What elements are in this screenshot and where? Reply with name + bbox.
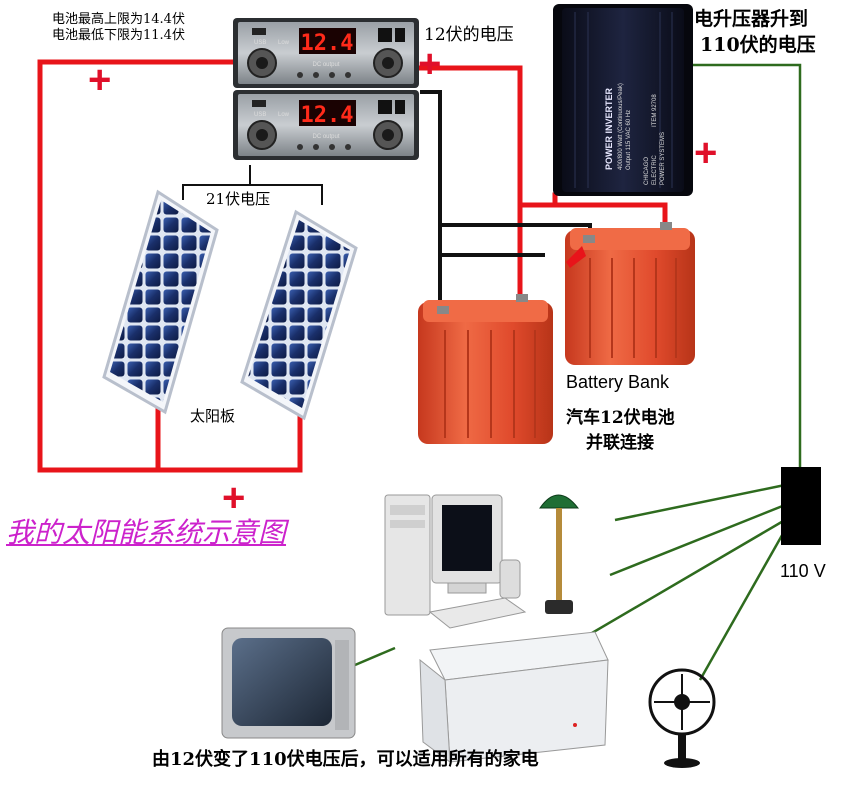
- battery-lower-limit-label: 电池最低下限为11.4伏: [52, 28, 185, 43]
- panel-positive-loop: [37, 59, 303, 473]
- lcd-value-bottom: 12.4: [301, 103, 354, 128]
- charge-controller-bottom: 12.4 USB Low DC output: [233, 90, 419, 160]
- positive-sign-bottom: +: [222, 476, 246, 520]
- inverter-ac-lead: [690, 63, 802, 470]
- inverter-maker-3: POWER SYSTEMS: [660, 132, 666, 185]
- chest-freezer: [419, 631, 609, 764]
- low-label: Low: [278, 40, 290, 46]
- diagram-title: 我的太阳能系统示意图: [6, 516, 287, 549]
- inverter-output-spec: Output 115 VAC 60 Hz: [626, 110, 632, 170]
- controller-to-battery-positive: [417, 65, 523, 303]
- inverter-item: ITEM 92708: [652, 94, 658, 127]
- positive-sign-left: +: [88, 58, 112, 102]
- battery-upper-limit-label: 电池最高上限为14.4伏: [52, 12, 185, 27]
- positive-wires: [37, 59, 668, 473]
- crt-television: [221, 627, 356, 739]
- inverter-maker: CHICAGO: [644, 157, 650, 185]
- solar-panel-label: 太阳板: [190, 407, 236, 425]
- inverter-brand: POWER INVERTER: [604, 87, 614, 170]
- inverter-caption-line2: 110伏的电压: [700, 34, 816, 56]
- charge-controller-top: 12.4 USB Low DC output: [233, 18, 419, 88]
- switch-icon: [395, 28, 405, 42]
- positive-sign-inverter: +: [694, 131, 718, 175]
- lcd-display: [299, 28, 356, 54]
- usb-label: USB: [254, 40, 266, 46]
- battery-left: [418, 294, 553, 444]
- power-inverter: POWER INVERTER 400/800 Watt (Continuous/…: [553, 4, 693, 196]
- inverter-caption-line1: 电升压器升到: [694, 8, 809, 30]
- voltage-21v-label: 21伏电压: [206, 190, 271, 208]
- switch-icon: [378, 100, 392, 114]
- inverter-rating: 400/800 Watt (Continuous/Peak): [618, 83, 624, 170]
- output-label: DC output: [312, 62, 339, 68]
- switch-icon: [378, 28, 392, 42]
- panel-connection-wires: [182, 165, 323, 205]
- bottom-caption: 由12伏变了110伏电压后，可以适用所有的家电: [152, 749, 539, 770]
- usb-label: USB: [254, 112, 266, 118]
- lcd-display: [299, 100, 356, 126]
- controller-negative: [420, 90, 442, 305]
- lcd-value-top: 12.4: [301, 31, 354, 56]
- solar-panel-left: [102, 189, 219, 415]
- inverter-maker-2: ELECTRIC: [652, 155, 658, 185]
- solar-panel-right: [240, 209, 358, 421]
- output-label: DC output: [312, 134, 339, 140]
- output-110v-label: 110 V: [780, 561, 826, 581]
- desk-lamp: [539, 494, 580, 614]
- low-label: Low: [278, 112, 290, 118]
- desktop-computer: [384, 494, 527, 629]
- positive-sign-controller: +: [418, 42, 442, 86]
- voltage-12v-label: 12伏的电压: [424, 25, 514, 45]
- battery-right: [565, 222, 695, 365]
- car-battery-label-line2: 并联连接: [586, 433, 654, 453]
- electric-fan: [648, 668, 716, 768]
- battery-bank-label: Battery Bank: [566, 372, 670, 392]
- switch-icon: [395, 100, 405, 114]
- usb-port-icon: [252, 100, 266, 107]
- car-battery-label-line1: 汽车12伏电池: [566, 408, 675, 428]
- usb-port-icon: [252, 28, 266, 35]
- ac-outlet-box: [781, 467, 821, 545]
- battery-top-positive: [517, 202, 668, 228]
- ac-wires: [354, 63, 802, 681]
